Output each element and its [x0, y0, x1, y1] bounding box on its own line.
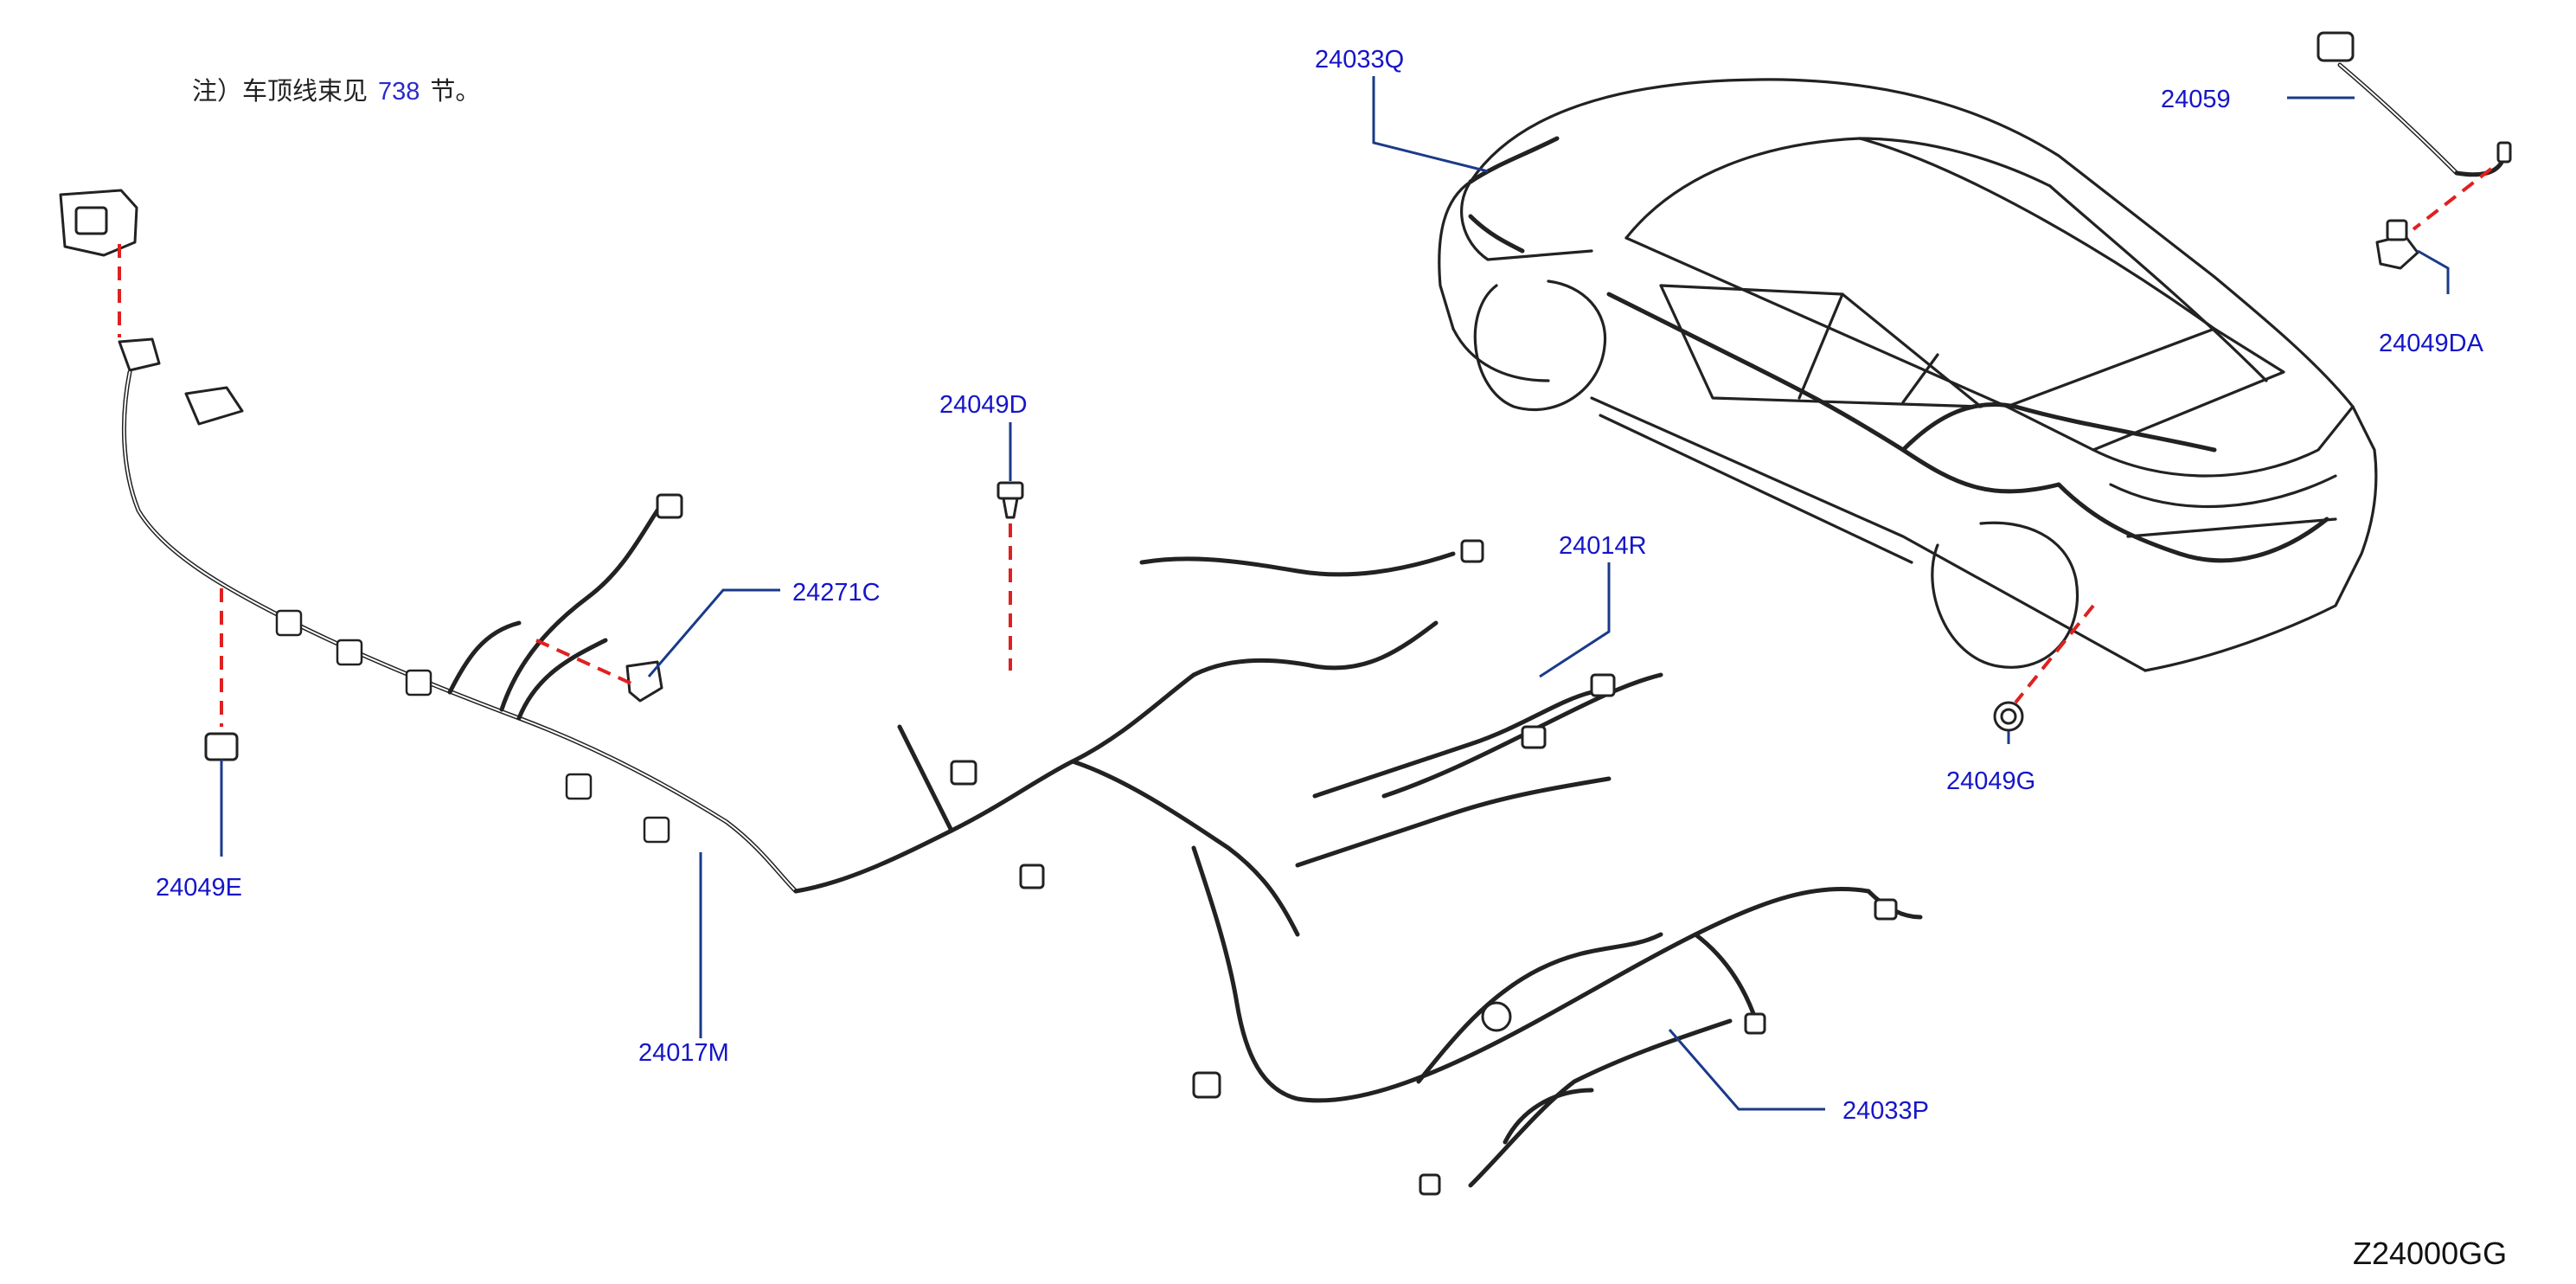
note-suffix: 节。	[430, 78, 481, 106]
section-reference-link[interactable]: 738	[378, 78, 420, 106]
harness-24033P	[1191, 845, 1923, 1196]
harness-24017M	[59, 189, 798, 894]
guide-line-24049DA	[2412, 167, 2493, 231]
bolt-24049D	[996, 481, 1024, 519]
guide-line-24049G	[2014, 604, 2095, 704]
note-prefix: 注）车顶线束见	[192, 78, 368, 106]
callout-24049G[interactable]: 24049G	[1946, 767, 2035, 795]
diagram-id: Z24000GG	[2353, 1236, 2508, 1271]
part-24059-cable	[2316, 31, 2512, 177]
callout-24017M[interactable]: 24017M	[638, 1039, 729, 1067]
callout-24049DA[interactable]: 24049DA	[2379, 330, 2484, 357]
callout-24059[interactable]: 24059	[2161, 86, 2231, 113]
guide-line-24271C	[535, 639, 632, 685]
callout-24049D[interactable]: 24049D	[939, 391, 1028, 419]
callout-24014R[interactable]: 24014R	[1559, 532, 1647, 560]
callout-24049E[interactable]: 24049E	[156, 874, 242, 902]
vehicle-body-illustration	[1438, 78, 2378, 672]
grommet-24049G	[1993, 701, 2024, 732]
note-text: 注）车顶线束见 738 节。	[192, 71, 480, 107]
callout-24271C[interactable]: 24271C	[792, 579, 881, 607]
bolt-24049DA	[2375, 219, 2419, 270]
callout-24033Q[interactable]: 24033Q	[1315, 46, 1404, 74]
callout-24033P[interactable]: 24033P	[1842, 1097, 1929, 1125]
leader-lines	[220, 76, 2450, 1111]
harness-24014R	[793, 539, 1663, 937]
